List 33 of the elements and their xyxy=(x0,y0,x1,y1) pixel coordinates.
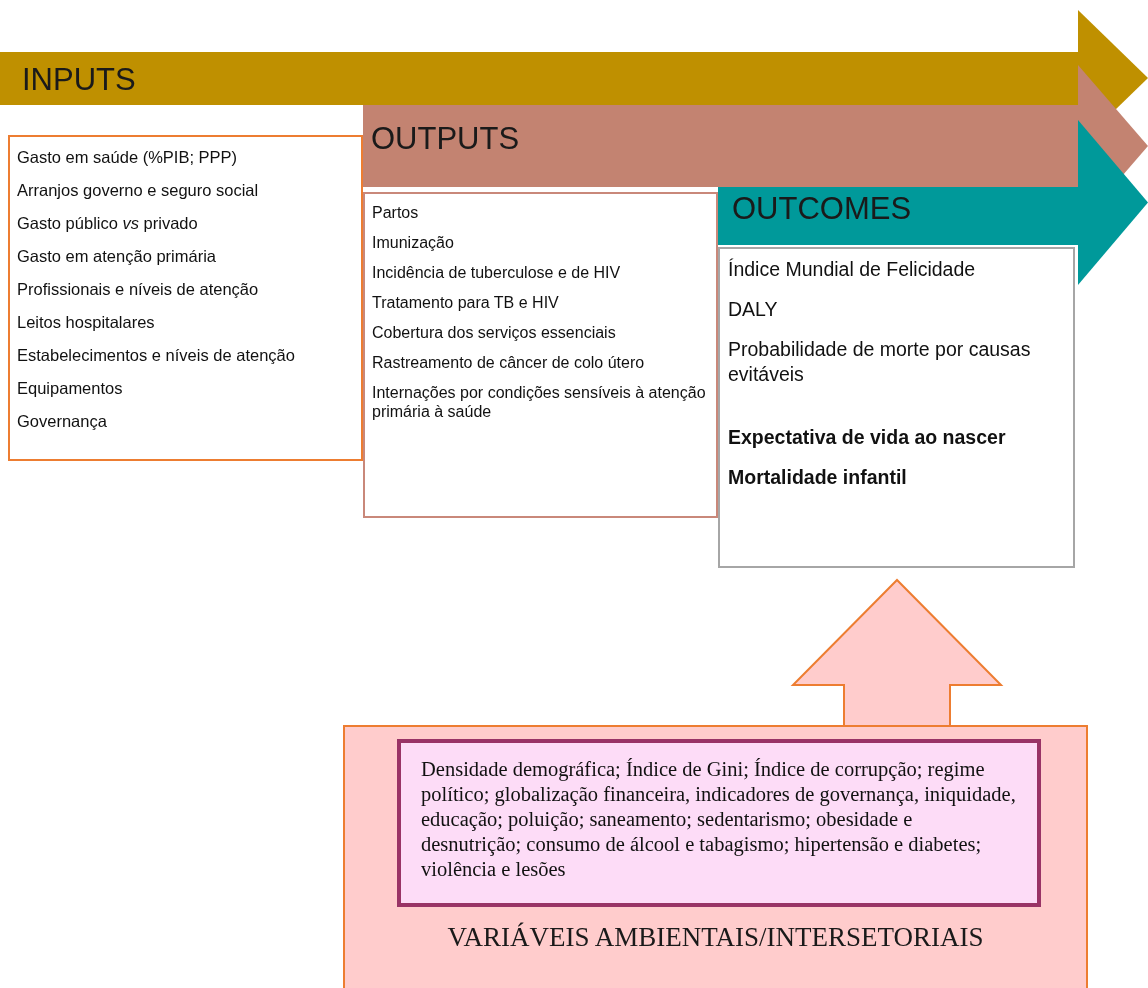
list-item: Arranjos governo e seguro social xyxy=(17,180,260,201)
list-item: Cobertura dos serviços essenciais xyxy=(372,323,617,343)
list-item: Estabelecimentos e níveis de atenção xyxy=(17,344,296,366)
list-item: Tratamento para TB e HIV xyxy=(372,293,560,313)
list-item: Expectativa de vida ao nascer xyxy=(728,424,1007,450)
list-item: DALY xyxy=(728,297,779,322)
list-item: Rastreamento de câncer de colo útero xyxy=(372,353,646,373)
banner-title: INPUTS xyxy=(22,62,136,98)
text-box xyxy=(8,135,363,461)
text-box xyxy=(718,247,1075,568)
list-item: Mortalidade infantil xyxy=(728,464,908,490)
panel-title: VARIÁVEIS AMBIENTAIS/INTERSETORIAIS xyxy=(446,922,985,953)
banner-title: OUTCOMES xyxy=(732,191,912,227)
list-item: Incidência de tuberculose e de HIV xyxy=(372,263,622,283)
panel xyxy=(343,725,1088,988)
paragraph: Densidade demográfica; Índice de Gini; Índice de corrupção; regime político; globalização financeira, indicadores de governança, iniquidade, educação; poluição; saneamento; sedentarismo; obesidade e desnutrição; consumo de álcool e tabagismo; hipertensão e diabetes; violência e lesões xyxy=(421,757,1017,882)
text-box xyxy=(363,192,718,518)
list-item: Índice Mundial de Felicidade xyxy=(728,257,977,282)
list-item: Leitos hospitalares xyxy=(17,311,156,333)
banner-title: OUTPUTS xyxy=(371,121,520,157)
list-item: Internações por condições sensíveis à atenção primária à saúde xyxy=(372,383,707,422)
list-item: Gasto em atenção primária xyxy=(17,245,217,267)
list-item: Equipamentos xyxy=(17,377,124,399)
text-box xyxy=(397,739,1041,907)
list-item: Governança xyxy=(17,410,108,432)
section-banner xyxy=(718,187,1078,245)
block-arrow xyxy=(790,578,1004,726)
list-item: Gasto público vs privado xyxy=(17,212,199,234)
list-item: Partos xyxy=(372,204,420,223)
list-item: Profissionais e níveis de atenção xyxy=(17,278,260,300)
list-item: Gasto em saúde (%PIB; PPP) xyxy=(17,147,239,168)
list-item: Imunização xyxy=(372,234,455,253)
list-item: Probabilidade de morte por causas evitáveis xyxy=(728,336,1032,387)
